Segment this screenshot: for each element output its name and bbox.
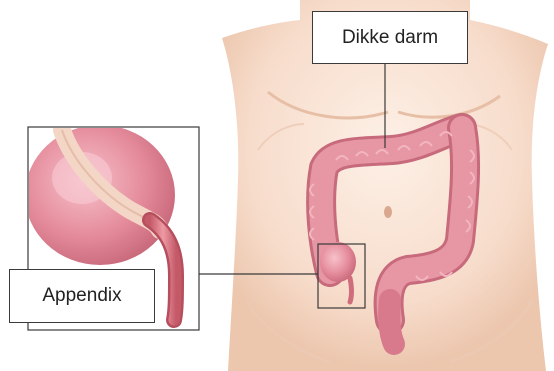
label-large-intestine: Dikke darm: [312, 11, 468, 64]
label-appendix: Appendix: [9, 269, 155, 323]
